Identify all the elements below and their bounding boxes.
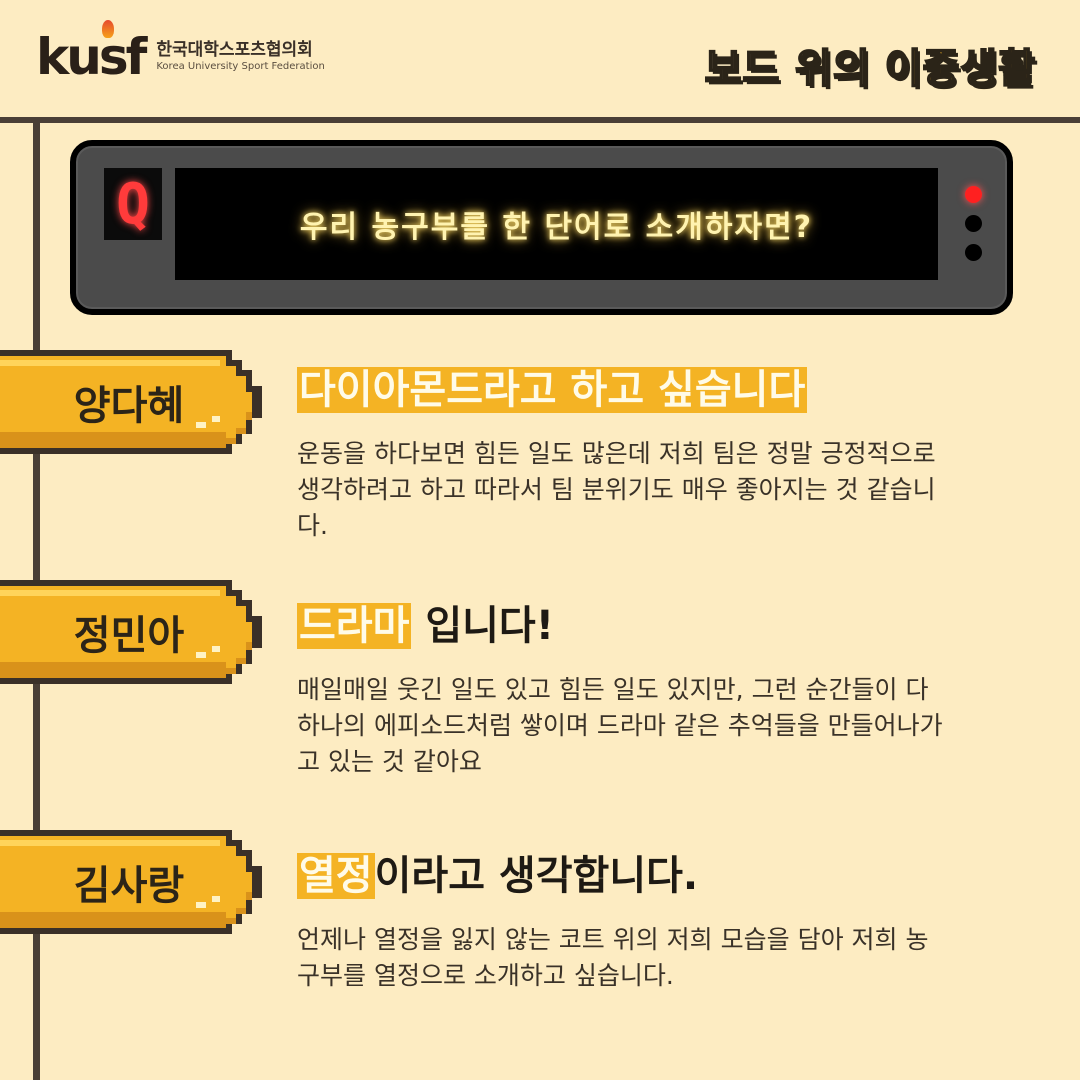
answer-headline-rest: 이라고 생각합니다. (374, 853, 699, 899)
name-tag: 정민아 (0, 580, 262, 684)
horizontal-divider (0, 117, 1080, 123)
q-letter: Q (116, 171, 150, 237)
led-screen: 우리 농구부를 한 단어로 소개하자면? (175, 168, 938, 280)
respondent-name: 김사랑 (73, 863, 185, 909)
respondent-name: 양다혜 (73, 383, 185, 429)
answer-highlight: 열정 (297, 853, 375, 899)
series-title-part1: 보드 위의 (704, 45, 871, 93)
q-display: Q (104, 168, 162, 240)
kusf-logo: kusf 한국대학스포츠협의회 Korea University Sport F… (36, 20, 325, 86)
led-light-icon (965, 215, 982, 232)
answer-headline: 다이아몬드라고 하고 싶습니다 (297, 362, 1017, 418)
answer-body: 운동을 하다보면 힘든 일도 많은데 저희 팀은 정말 긍정적으로 생각하려고 … (297, 439, 936, 540)
answer-body: 언제나 열정을 잃지 않는 코트 위의 저희 모습을 담아 저희 농구부를 열정… (297, 925, 929, 990)
led-light-icon (965, 244, 982, 261)
name-tag: 양다혜 (0, 350, 262, 454)
logo-mark: kusf (36, 20, 147, 86)
logo-text: 한국대학스포츠협의회 Korea University Sport Federa… (156, 41, 324, 72)
answer-headline: 열정이라고 생각합니다. (297, 848, 1017, 904)
answer-block: 드라마 입니다! 매일매일 웃긴 일도 있고 힘든 일도 있지만, 그런 순간들… (297, 598, 1017, 780)
question-text: 우리 농구부를 한 단어로 소개하자면? (299, 210, 814, 245)
logo-korean: 한국대학스포츠협의회 (156, 40, 313, 61)
series-title: 보드 위의 이중생활 (704, 36, 1036, 94)
answer-highlight: 드라마 (297, 603, 412, 649)
answer-headline: 드라마 입니다! (297, 598, 1017, 654)
answer-block: 열정이라고 생각합니다. 언제나 열정을 잃지 않는 코트 위의 저희 모습을 … (297, 848, 1017, 994)
name-tag: 김사랑 (0, 830, 262, 934)
answer-body: 매일매일 웃긴 일도 있고 힘든 일도 있지만, 그런 순간들이 다 하나의 에… (297, 675, 943, 776)
logo-english: Korea University Sport Federation (156, 61, 325, 73)
answer-headline-rest: 입니다! (411, 603, 554, 649)
torch-flame-icon (102, 20, 114, 38)
series-title-part2: 이중생활 (884, 45, 1036, 93)
respondent-name: 정민아 (73, 613, 185, 659)
answer-highlight: 다이아몬드라고 하고 싶습니다 (297, 367, 808, 413)
answer-block: 다이아몬드라고 하고 싶습니다 운동을 하다보면 힘든 일도 많은데 저희 팀은… (297, 362, 1017, 544)
led-red-light-icon (965, 186, 982, 203)
